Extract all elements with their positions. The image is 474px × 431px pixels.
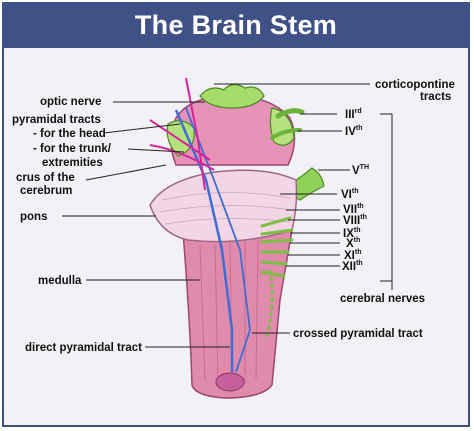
nerve-label-iii: IIIrd [345,108,362,121]
lower-cranial-nerves-shape [260,216,294,278]
oculomotor-nerve-shape [275,108,305,119]
medulla-cross-section [215,372,245,392]
label-cerebral-nerves: cerebral nerves [340,293,425,305]
label-crus-line-1: crus of the [16,172,75,184]
pyramidal-tract-blue [174,109,234,372]
label-direct-pyramidal-tract: direct pyramidal tract [25,342,142,354]
nerve-label-vii: VIIth [343,203,364,216]
nerve-label-x: Xth [346,237,360,250]
pyramidal-trunk-tract [149,144,215,171]
leader-lines [62,83,393,348]
label-crus-line-2: cerebrum [20,185,72,197]
pons-fibers [159,192,293,225]
nerve-label-xii: XIIth [342,260,363,273]
label-crossed-pyramidal-tract: crossed pyramidal tract [293,328,423,340]
label-extremities: extremities [42,157,103,169]
nerve-label-ix: IXth [343,227,360,240]
label-medulla: medulla [38,275,82,287]
diagram-title: The Brain Stem [2,2,470,48]
trochlear-nerve-shape [270,128,302,140]
label-for-the-head: - for the head [33,128,106,140]
label-corticopontine-2: tracts [420,91,451,103]
medulla-shape [182,229,293,399]
label-for-the-trunk: - for the trunk/ [33,143,112,155]
label-pons: pons [20,211,47,223]
label-pyramidal-tracts: pyramidal tracts [12,114,101,126]
nerve-label-iv: IVth [345,125,362,138]
nerve-label-v: VTH [352,164,369,177]
nerve-label-vi: VIth [341,188,358,201]
label-optic-nerve: optic nerve [40,96,101,108]
nerve-label-xi: XIth [344,249,361,262]
pyramidal-head-tract [149,119,211,161]
label-corticopontine-1: corticopontine [375,79,455,91]
optic-chiasm-shape [199,83,265,109]
corticopontine-tract [185,77,206,191]
nerve-label-viii: VIIIth [343,214,367,227]
